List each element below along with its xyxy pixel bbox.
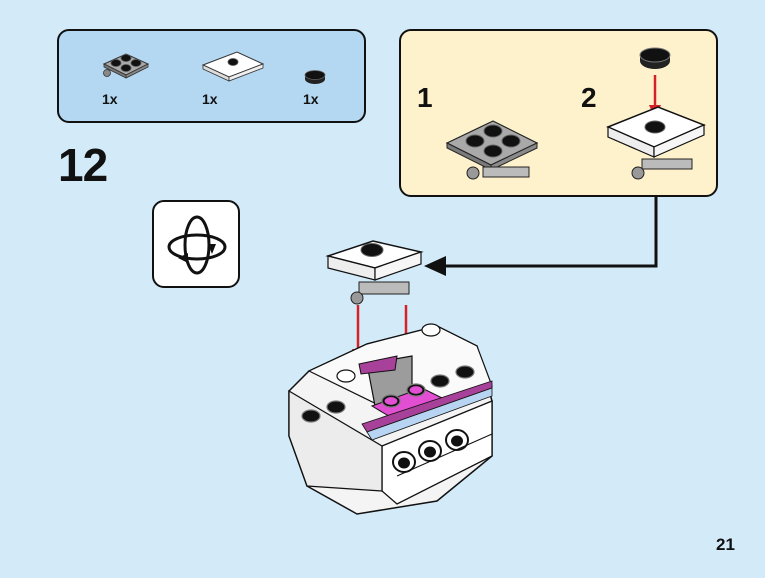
- part-2-quantity: 1x: [202, 91, 218, 107]
- part-3-quantity: 1x: [303, 91, 319, 107]
- rotate-model-icon: [167, 215, 227, 275]
- part-white-tile-icon: [201, 51, 265, 82]
- substep-2-number: 2: [581, 82, 597, 113]
- page-number: 21: [716, 535, 735, 554]
- step-number: 12: [58, 139, 108, 191]
- subassembly-placement: [325, 240, 424, 305]
- subassembly-box: 1 2: [399, 29, 718, 197]
- part-black-round-tile-icon: [304, 70, 326, 84]
- callout-connector-arrow: [424, 196, 658, 276]
- substep-1-number: 1: [417, 82, 433, 113]
- main-model: [288, 323, 493, 515]
- parts-list-box: 1x 1x 1x: [57, 29, 366, 123]
- substep-2-tile-assembly: [606, 106, 706, 180]
- part-1-quantity: 1x: [102, 91, 118, 107]
- rotate-model-box: [152, 200, 240, 288]
- substep-1-gray-plate: [445, 120, 539, 180]
- part-gray-plate-icon: [102, 53, 150, 79]
- substep-2-round-tile: [639, 47, 671, 69]
